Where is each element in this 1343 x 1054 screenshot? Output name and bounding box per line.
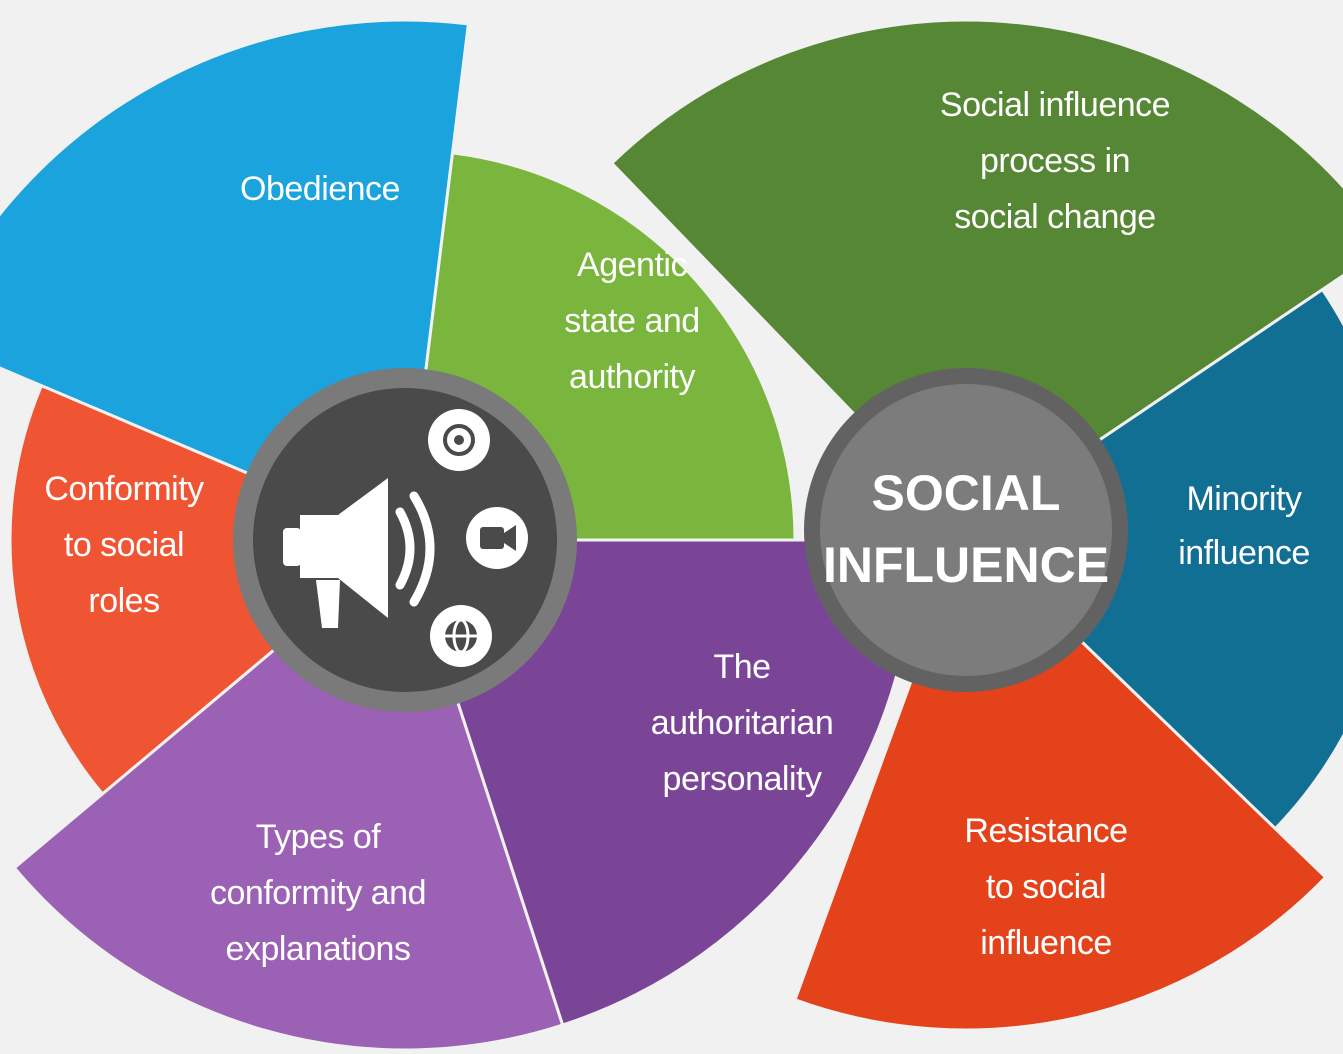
label-resistance-line: influence	[980, 924, 1112, 962]
right-cluster-segments	[609, 18, 1343, 1032]
label-types: Types of conformity and explanations	[210, 818, 426, 968]
label-authoritarian-line: authoritarian	[651, 704, 834, 742]
label-obedience: Obedience	[240, 170, 400, 208]
label-minority-line: influence	[1178, 534, 1310, 572]
label-types-line: conformity and	[210, 874, 426, 912]
label-agentic: Agentic state and authority	[564, 246, 699, 396]
label-conformity-line: Conformity	[44, 470, 204, 508]
label-agentic-line: authority	[569, 358, 695, 396]
label-conformity-line: roles	[88, 582, 159, 620]
label-conformity: Conformity to social roles	[44, 470, 204, 620]
left-hub	[233, 368, 577, 712]
target-icon	[428, 409, 490, 471]
label-agentic-line: state and	[564, 302, 699, 340]
left-cluster-segments	[0, 18, 917, 1052]
hub-title-line-2: INFLUENCE	[823, 537, 1109, 593]
label-agentic-line: Agentic	[577, 246, 687, 284]
label-resistance: Resistance to social influence	[964, 812, 1127, 962]
label-obedience-line: Obedience	[240, 170, 400, 208]
label-social-change-line: social change	[954, 198, 1155, 236]
label-types-line: explanations	[226, 930, 411, 968]
label-conformity-line: to social	[64, 526, 184, 564]
globe-icon	[430, 605, 492, 667]
label-authoritarian-line: The	[713, 648, 770, 686]
label-types-line: Types of	[256, 818, 382, 856]
label-authoritarian-line: personality	[663, 760, 822, 798]
label-social-change-line: process in	[980, 142, 1130, 180]
right-hub-disc	[820, 384, 1112, 676]
label-resistance-line: to social	[986, 868, 1106, 906]
label-social-change-line: Social influence	[940, 86, 1170, 124]
hub-title-line-1: SOCIAL	[872, 465, 1061, 521]
label-resistance-line: Resistance	[964, 812, 1127, 850]
label-minority: Minority influence	[1178, 480, 1310, 572]
label-authoritarian: The authoritarian personality	[651, 648, 834, 798]
right-hub: SOCIAL INFLUENCE	[804, 368, 1128, 692]
video-camera-icon	[466, 507, 528, 569]
label-minority-line: Minority	[1186, 480, 1302, 518]
megaphone-icon	[283, 478, 435, 628]
label-social-change: Social influence process in social change	[940, 86, 1170, 236]
